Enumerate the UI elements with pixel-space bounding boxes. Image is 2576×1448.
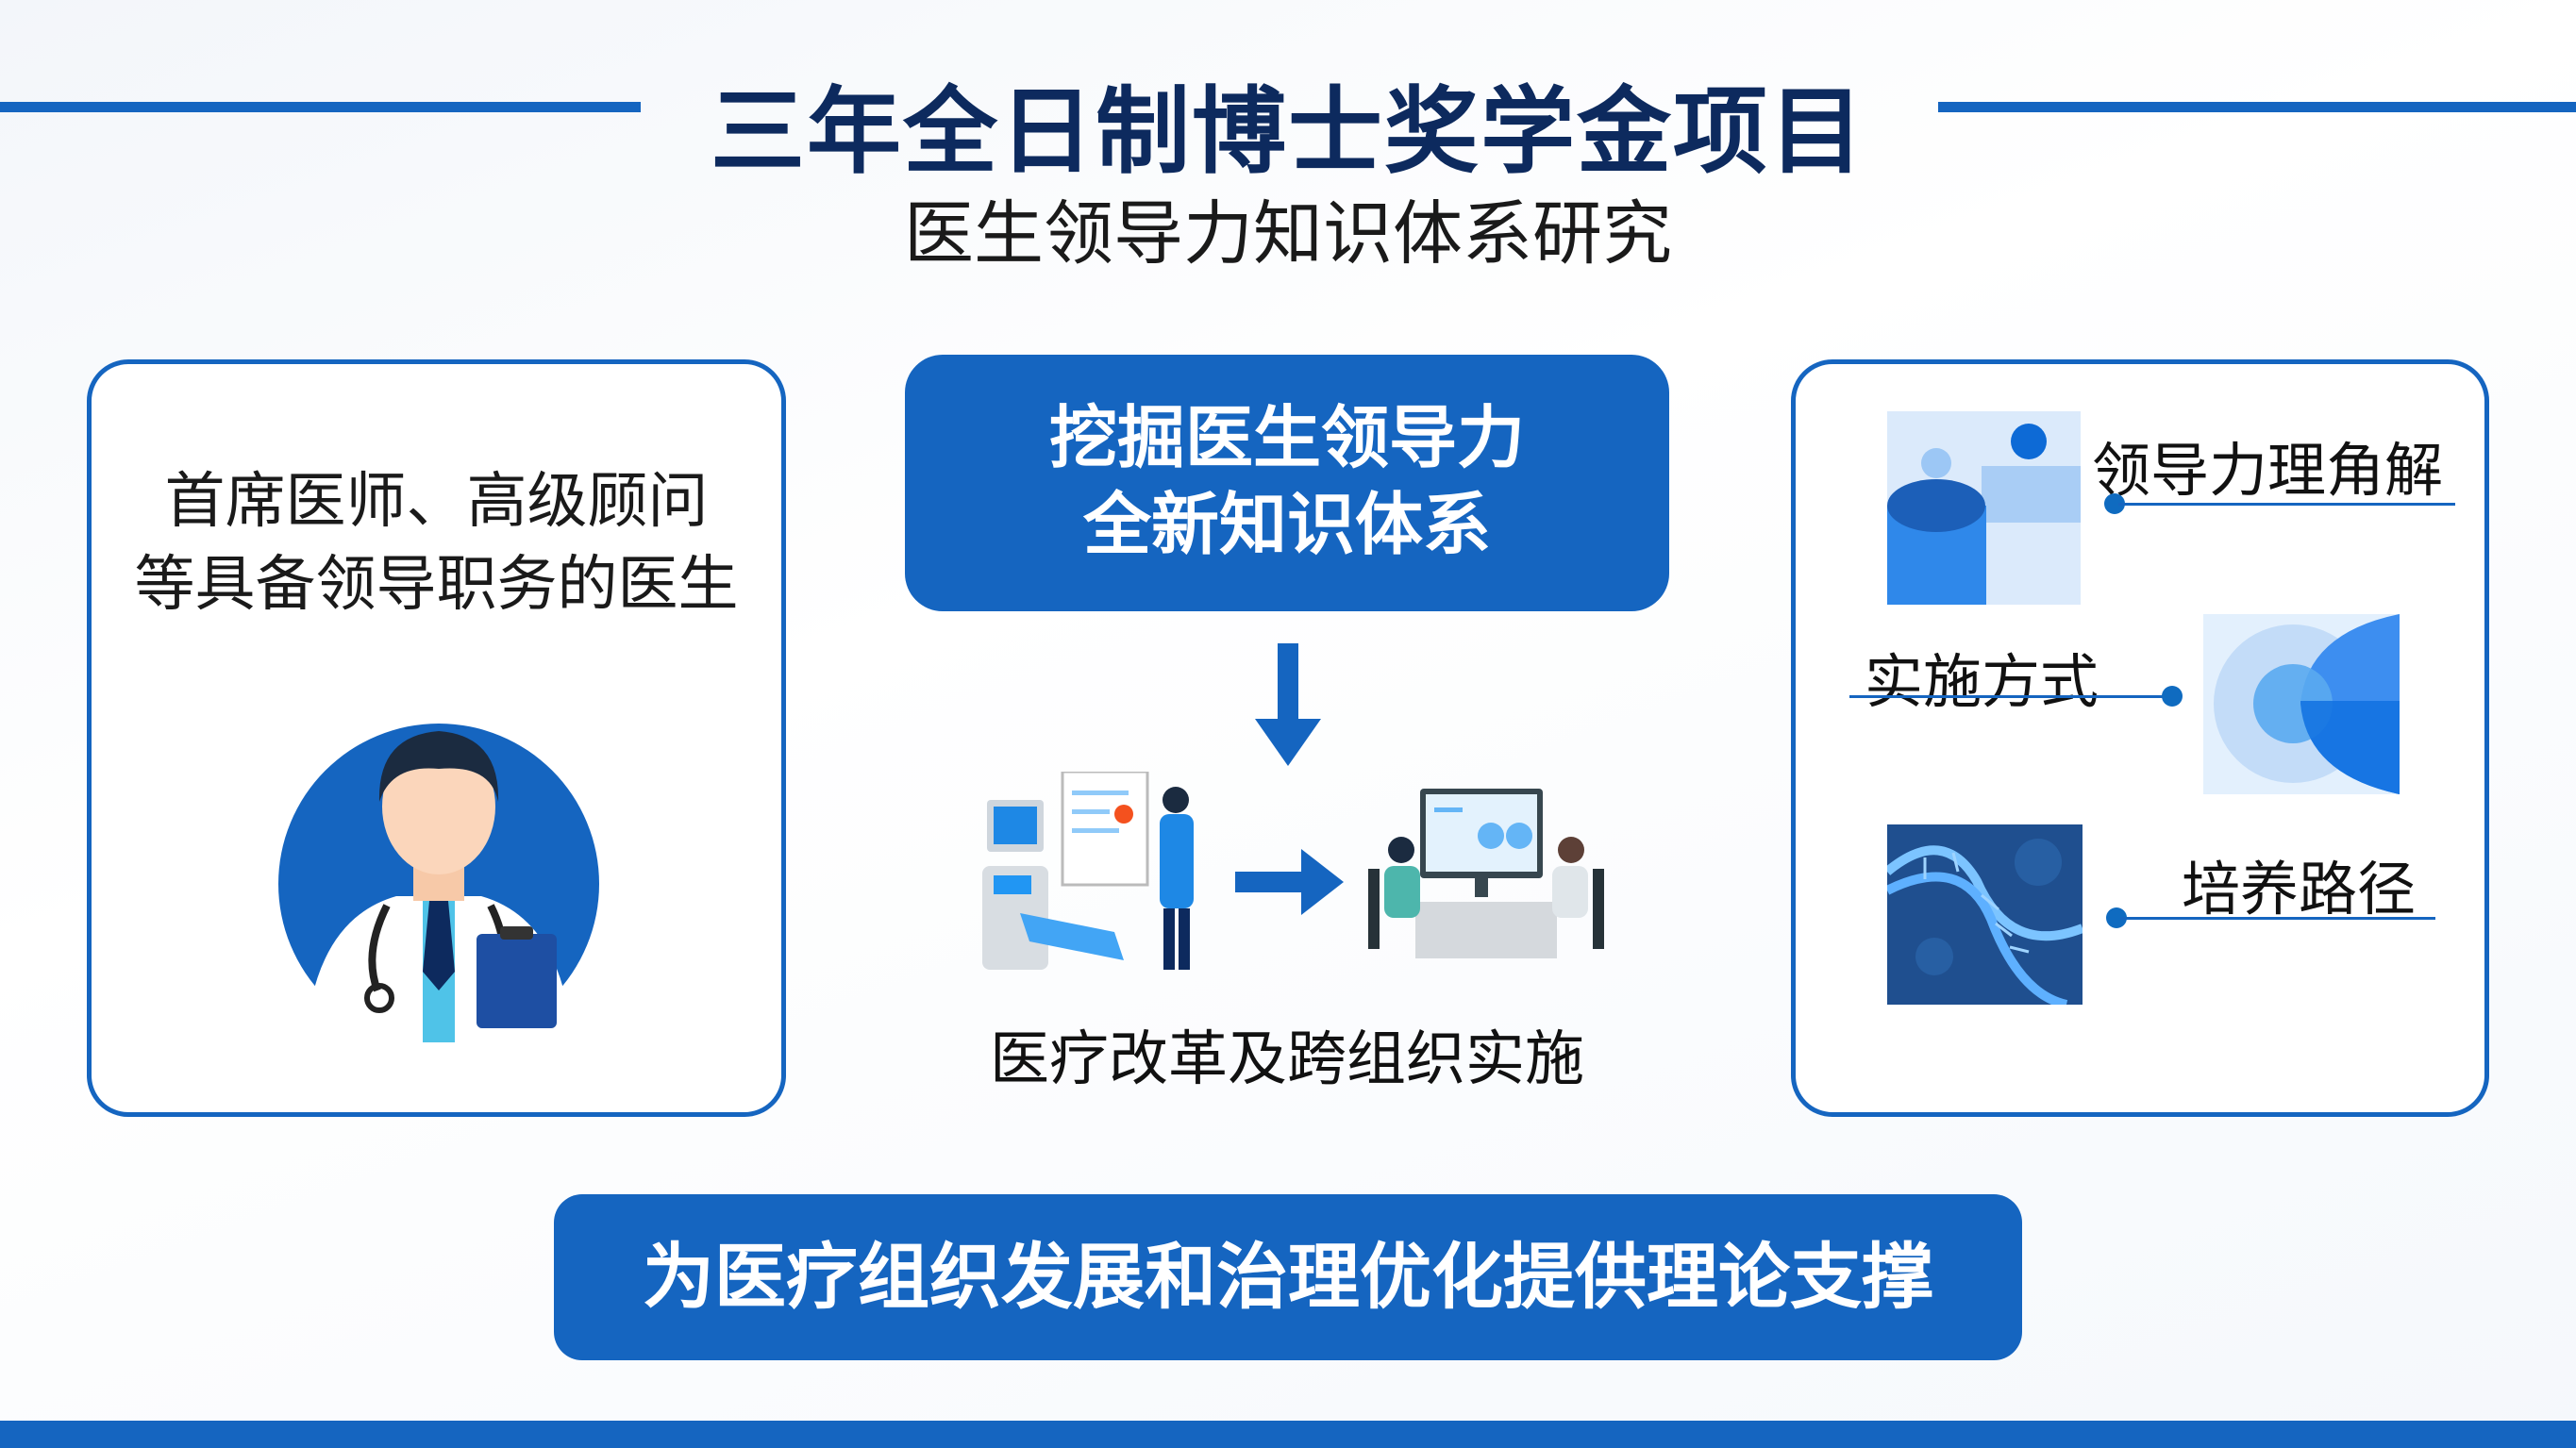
doctor-avatar-icon: [278, 724, 599, 1047]
divider-line: [2118, 503, 2455, 506]
conclusion-banner: 为医疗组织发展和治理优化提供理论支撑: [554, 1194, 2022, 1360]
page-subtitle: 医生领导力知识体系研究: [904, 193, 1672, 275]
bullet-dot: [2104, 493, 2125, 514]
core-goal-line2: 全新知识体系: [1082, 485, 1491, 564]
divider-line: [2120, 917, 2435, 920]
bottom-bar: [0, 1421, 2576, 1448]
medical-equipment-presenter-icon: [982, 772, 1194, 970]
implementation-caption: 医疗改革及跨组织实施: [990, 1024, 1584, 1093]
concentric-shapes-icon: [2203, 614, 2400, 794]
header-line-right: [1938, 102, 2576, 112]
core-goal-box: 挖掘医生领导力 全新知识体系: [905, 355, 1669, 611]
bullet-dot: [2162, 686, 2183, 707]
dna-icon: [1887, 824, 2083, 1005]
core-goal-line1: 挖掘医生领导力: [1048, 398, 1525, 477]
down-arrow-icon: [1255, 643, 1321, 766]
people-chart-icon: [1887, 411, 2081, 605]
team-meeting-icon: [1368, 789, 1604, 958]
bullet-dot: [2106, 907, 2127, 928]
dimension-label-training: 培养路径: [2182, 855, 2417, 924]
dimension-label-leadership: 领导力理角解: [2092, 436, 2444, 505]
target-group-line2: 等具备领导职务的医生: [134, 550, 739, 620]
page-title: 三年全日制博士奖学金项目: [711, 76, 1865, 187]
conclusion-text: 为医疗组织发展和治理优化提供理论支撑: [643, 1235, 1933, 1319]
header-line-left: [0, 102, 641, 112]
dimension-label-implementation: 实施方式: [1865, 647, 2099, 716]
target-group-line1: 首席医师、高级顾问: [164, 467, 709, 537]
right-arrow-icon: [1235, 849, 1344, 915]
divider-line: [1849, 695, 2166, 698]
